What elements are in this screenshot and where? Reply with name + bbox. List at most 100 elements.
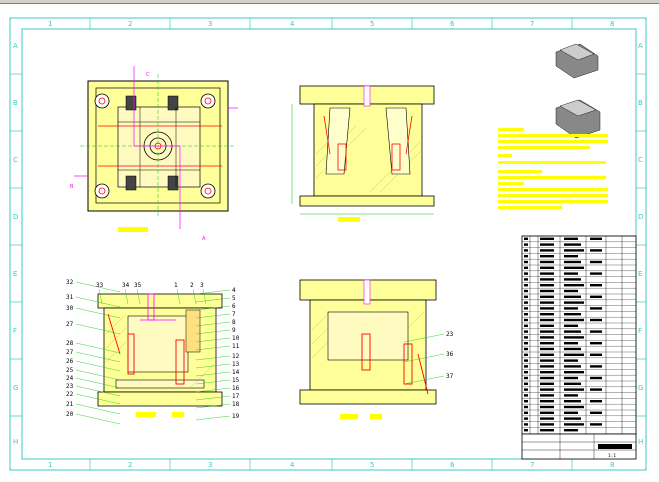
- section-cut-lines: [74, 66, 238, 229]
- grid-row-label-right: H: [638, 438, 643, 446]
- part-label-left: 25: [66, 367, 74, 374]
- bom-cell-fill: [564, 330, 581, 333]
- bom-cell-fill: [524, 376, 528, 380]
- bom-cell-fill: [540, 347, 554, 351]
- bom-cell-fill: [540, 289, 554, 293]
- sa-magenta-parts: [140, 293, 176, 321]
- bom-cell-fill: [524, 365, 528, 368]
- insert-red-right: [391, 143, 401, 171]
- bom-cell-fill: [540, 295, 554, 298]
- leader-line: [75, 393, 121, 405]
- leader-line: [195, 297, 231, 303]
- bom-cell-fill: [524, 278, 528, 281]
- bom-cell-fill: [564, 313, 581, 316]
- section-mark-a: A: [202, 236, 206, 242]
- bom-cell-fill: [564, 388, 584, 391]
- bom-cell-fill: [564, 301, 584, 304]
- grid-column-label-top: 3: [208, 20, 212, 28]
- bom-cell-fill: [564, 359, 578, 362]
- front-sprue: [363, 85, 371, 107]
- bom-cell-fill: [540, 365, 554, 368]
- leader-line: [75, 413, 121, 425]
- part-label-right: 13: [232, 361, 240, 368]
- bom-cell-fill: [524, 324, 528, 327]
- front-slide-left: [325, 107, 351, 175]
- part-label-right: 12: [232, 353, 240, 360]
- part-label-right: 17: [232, 393, 240, 400]
- leader-line: [202, 288, 207, 305]
- bom-cell-fill: [564, 376, 578, 380]
- leader-line: [176, 288, 181, 305]
- guide-bushing-bl: [94, 183, 110, 199]
- front-dimensions: [291, 104, 434, 215]
- hatch-line: [311, 341, 329, 359]
- leader-line: [195, 379, 231, 385]
- grid-column-label-top: 5: [370, 20, 374, 28]
- angle-pin-right: [405, 115, 413, 155]
- part-label-top: 35: [134, 282, 142, 289]
- leader-line: [75, 342, 121, 354]
- slider-block-3: [125, 175, 137, 191]
- bom-cell-fill: [590, 237, 602, 240]
- grid-row-label-right: A: [638, 42, 643, 50]
- isometric-mold-1: [555, 43, 599, 79]
- bom-cell-fill: [524, 382, 528, 385]
- part-label-right: 7: [232, 311, 236, 318]
- isometric-mold-2: [555, 99, 601, 139]
- bom-cell-fill: [524, 301, 528, 304]
- bom-cell-fill: [564, 307, 578, 310]
- bom-cell-fill: [524, 371, 528, 374]
- bom-cell-fill: [540, 411, 554, 414]
- leader-line: [195, 289, 231, 295]
- bom-cell-fill: [540, 330, 554, 333]
- leader-line: [192, 288, 197, 305]
- bom-cell-fill: [540, 318, 554, 322]
- part-label-bb: 37: [446, 373, 454, 380]
- bom-cell-fill: [564, 429, 578, 432]
- angle-pin-left: [323, 115, 331, 155]
- bom-cell-fill: [564, 365, 581, 368]
- grid-column-label-top: 4: [290, 20, 295, 28]
- grid-column-label-bottom: 5: [370, 461, 374, 469]
- bom-cell-fill: [590, 365, 602, 368]
- sb-caption: [340, 414, 358, 419]
- sa-caption: [136, 412, 156, 417]
- guide-pin-tr: [204, 97, 212, 105]
- bom-cell-fill: [524, 318, 528, 322]
- note-line: [498, 176, 606, 179]
- bom-cell-fill: [540, 237, 554, 240]
- bom-cell-fill: [564, 336, 584, 339]
- part-label-left: 24: [66, 375, 74, 382]
- iso1-top: [559, 43, 595, 61]
- note-line: [498, 182, 524, 185]
- bom-cell-fill: [564, 417, 581, 420]
- leader-line: [403, 333, 445, 343]
- grid-column-label-top: 1: [48, 20, 52, 28]
- bom-cell-fill: [590, 249, 602, 252]
- sb-leader-lines: [403, 333, 445, 385]
- plan-view: A B C: [70, 66, 238, 242]
- leader-line: [195, 371, 231, 377]
- isometric-thumbnails: [555, 43, 601, 139]
- bom-cell-fill: [564, 347, 581, 351]
- sb-caption-scale: [370, 414, 382, 419]
- part-label-right: 18: [232, 401, 240, 408]
- bom-cell-fill: [564, 371, 584, 374]
- bom-cell-fill: [590, 353, 602, 356]
- sa-insert-red-2: [175, 339, 185, 385]
- grid-row-label-right: G: [638, 384, 643, 392]
- leader-line: [75, 281, 121, 293]
- bom-cell-fill: [564, 284, 584, 287]
- bom-cell-fill: [524, 336, 528, 339]
- part-label-left: 23: [66, 383, 74, 390]
- sb-insert-red-2: [403, 343, 413, 385]
- iso2-top: [559, 99, 597, 117]
- sb-red-parts: [361, 333, 429, 395]
- leader-line: [98, 288, 103, 305]
- sb-sprue: [363, 279, 371, 305]
- leader-line: [195, 337, 231, 343]
- insert-red-left: [337, 143, 347, 171]
